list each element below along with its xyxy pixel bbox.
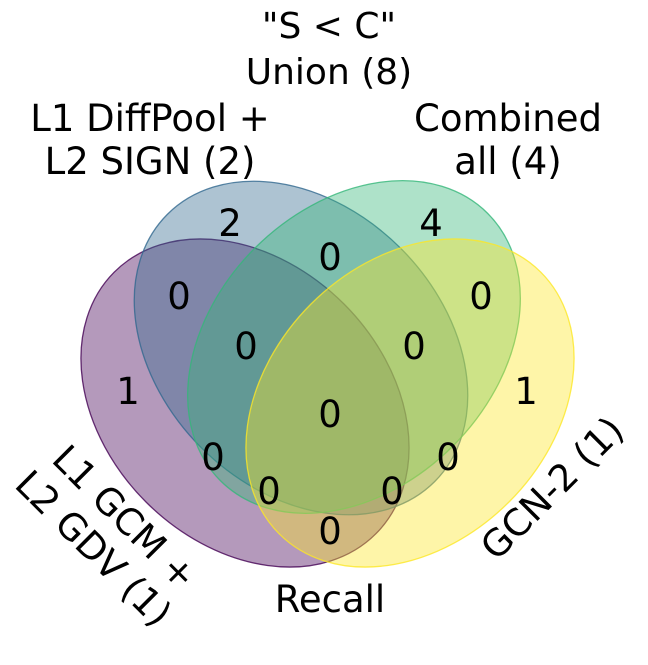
ellipse-gcn2 — [245, 238, 575, 568]
count-l1gcm-l1diffpool-gcn2: 0 — [380, 470, 404, 513]
set-label-combined: Combined all (4) — [414, 97, 602, 183]
count-only-gcn2: 1 — [514, 370, 538, 413]
region-counts: 1 2 4 1 0 0 0 0 0 0 0 0 0 0 0 — [116, 202, 538, 553]
title-line-2: Union (8) — [246, 52, 412, 93]
set-label-l1diffpool-line-1: L1 DiffPool + — [30, 97, 270, 140]
count-l1diffpool-combined: 0 — [318, 236, 342, 279]
set-label-combined-line-1: Combined — [414, 97, 602, 140]
count-l1diffpool-gcn2: 0 — [436, 436, 460, 479]
count-l1gcm-l1diffpool: 0 — [167, 275, 191, 318]
set-ellipses — [80, 180, 575, 568]
set-label-l1diffpool: L1 DiffPool + L2 SIGN (2) — [30, 97, 270, 183]
title-line-1: "S < C" — [262, 6, 396, 47]
count-only-l1diffpool: 2 — [218, 202, 242, 245]
count-l1gcm-gcn2: 0 — [318, 510, 342, 553]
set-label-combined-line-2: all (4) — [454, 140, 561, 183]
count-l1gcm-l1diffpool-combined: 0 — [234, 325, 258, 368]
count-only-combined: 4 — [419, 202, 443, 245]
set-label-l1diffpool-line-2: L2 SIGN (2) — [45, 140, 256, 183]
count-all-four: 0 — [318, 393, 342, 436]
footer-label: Recall — [275, 578, 385, 621]
count-l1gcm-combined: 0 — [201, 436, 225, 479]
ellipse-combined — [187, 180, 521, 514]
count-combined-gcn2: 0 — [469, 275, 493, 318]
ellipse-l1gcm — [80, 238, 410, 568]
count-l1gcm-combined-gcn2: 0 — [257, 470, 281, 513]
count-l1diffpool-combined-gcn2: 0 — [402, 325, 426, 368]
chart-title: "S < C" Union (8) — [246, 6, 412, 93]
count-only-l1gcm: 1 — [116, 370, 140, 413]
